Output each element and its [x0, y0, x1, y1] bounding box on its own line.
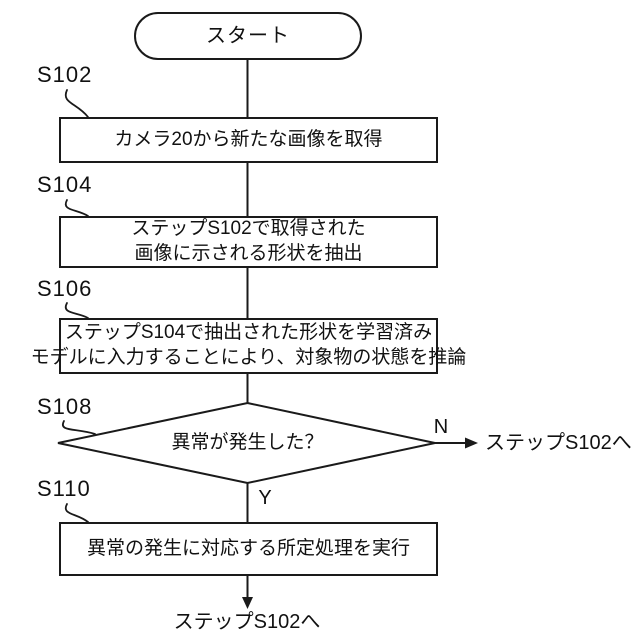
step-label-s106: S106	[37, 275, 93, 301]
step-label-s104: S104	[37, 171, 93, 197]
process-text-s106: ステップS104で抽出された形状を学習済み モデルに入力することにより、対象物の…	[31, 319, 467, 373]
step-label-s108: S108	[37, 393, 93, 419]
no-branch-label: N	[433, 416, 449, 438]
process-text-s106-line1: ステップS104で抽出された形状を学習済み	[64, 322, 433, 344]
process-box-s106	[59, 318, 438, 374]
process-box-s110	[59, 522, 438, 576]
no-branch-arrowhead	[465, 437, 478, 449]
process-text-s106-line2: モデルに入力することにより、対象物の状態を推論	[30, 347, 467, 368]
process-text-s104-line1: ステップS102で取得された	[131, 218, 366, 240]
step-label-s110: S110	[37, 475, 91, 501]
leader-squiggle-s104	[64, 199, 89, 217]
process-text-s102: カメラ20から新たな画像を取得	[114, 128, 383, 150]
leader-squiggle-s102	[64, 89, 89, 118]
leader-squiggle-s106	[64, 302, 89, 319]
process-text-s104: ステップS102で取得された 画像に示される形状を抽出	[60, 217, 437, 267]
loop-target-text: ステップS102へ	[173, 611, 321, 633]
no-branch-target-text: ステップS102へ	[485, 432, 632, 454]
leader-squiggle-s110	[64, 503, 89, 523]
decision-text-s108: 異常が発生した？	[171, 431, 324, 453]
leader-squiggle-s108	[61, 420, 96, 435]
step-label-s102: S102	[37, 61, 93, 87]
yes-branch-label: Y	[258, 487, 272, 509]
process-text-s110: 異常の発生に対応する所定処理を実行	[86, 537, 410, 559]
start-label: スタート	[206, 25, 290, 47]
loop-arrowhead	[242, 597, 253, 609]
process-box-s102	[59, 117, 438, 163]
process-text-s104-line2: 画像に示される形状を抽出	[134, 243, 363, 264]
